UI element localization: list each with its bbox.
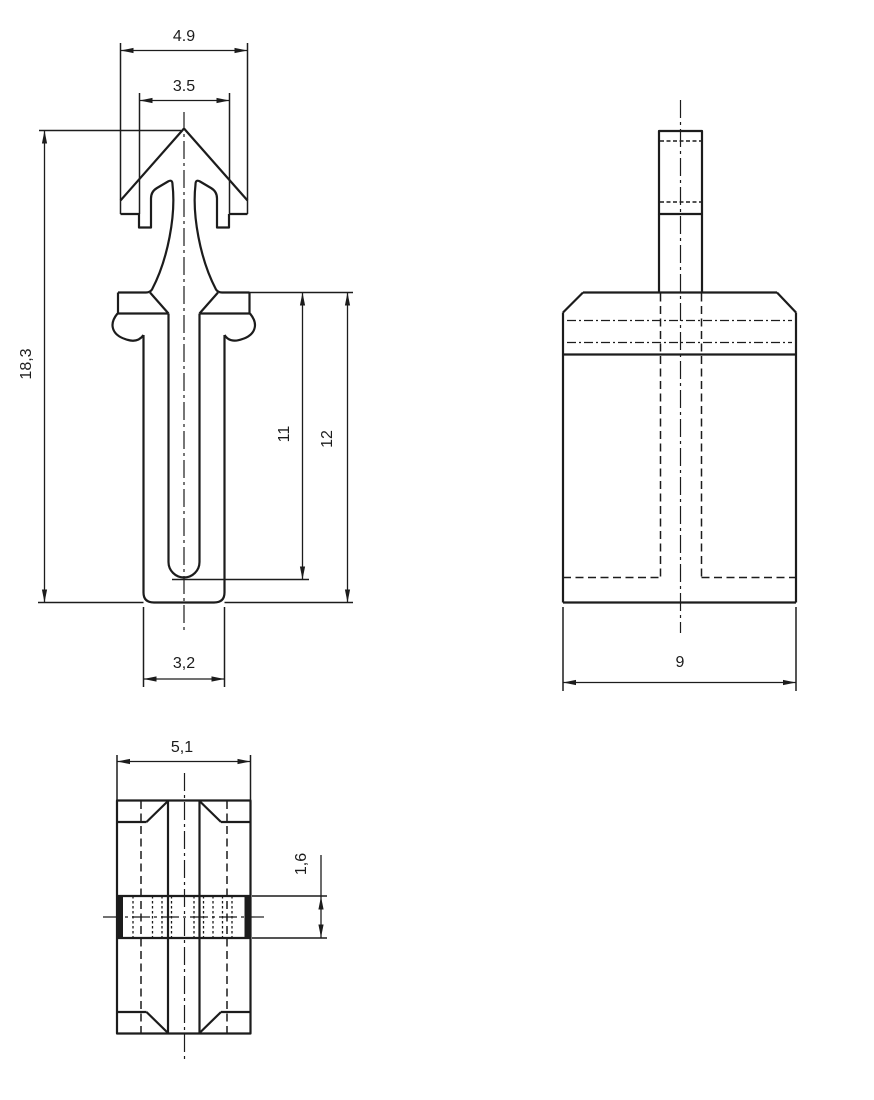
side-dim-body-depth: 9 — [562, 607, 797, 691]
dim-label-rib-thickness: 1,6 — [293, 853, 310, 875]
dim-label-body-width: 3,2 — [173, 655, 195, 672]
dim-label-slot-depth: 11 — [276, 426, 293, 443]
arrow-right — [783, 679, 796, 686]
bottom-dim-rib-thickness: 1,6 — [252, 853, 327, 939]
bottom-dim-overall-width: 5,1 — [116, 739, 252, 800]
arrow-up — [41, 130, 48, 144]
arrow-up — [318, 896, 324, 910]
arrow-left — [120, 47, 134, 54]
front-dim-body-width: 3,2 — [142, 607, 226, 687]
band-left-section — [117, 896, 123, 938]
arrow-up — [344, 292, 351, 306]
dim-label-head-width: 4.9 — [173, 28, 195, 45]
arrow-down — [344, 589, 351, 603]
front-view: 4.9 3.5 18,3 11 — [18, 28, 353, 687]
bottom-part-outline — [115, 799, 252, 1035]
front-dim-head-width: 4.9 — [119, 28, 249, 214]
front-dim-overall-height: 18,3 — [18, 129, 353, 604]
side-view: 9 — [561, 100, 798, 691]
arrow-down — [318, 924, 324, 938]
dim-label-body-height: 12 — [319, 430, 336, 448]
side-part-outline — [561, 129, 798, 604]
arrow-down — [299, 566, 306, 580]
dim-label-barb-width: 3.5 — [173, 78, 195, 95]
bottom-view: 5,1 1,6 — [103, 739, 327, 1062]
front-part-outline — [111, 127, 257, 604]
dim-label-overall-height: 18,3 — [18, 348, 35, 379]
arrow-up — [299, 292, 306, 306]
arrow-right — [234, 47, 248, 54]
dim-label-overall-width: 5,1 — [171, 739, 193, 756]
arrow-right — [216, 97, 230, 104]
arrow-left — [563, 679, 576, 686]
arrow-left — [117, 758, 130, 765]
arrow-right — [237, 758, 251, 765]
bottom-hidden-lines — [132, 801, 233, 1033]
arrow-down — [41, 589, 48, 603]
front-dim-slot-depth: 11 — [172, 292, 309, 581]
front-dim-body-height: 12 — [249, 291, 353, 603]
arrow-right — [211, 676, 225, 682]
dim-label-body-depth: 9 — [676, 654, 685, 671]
arrow-left — [143, 676, 157, 682]
arrow-left — [139, 97, 153, 104]
band-right-section — [244, 896, 251, 938]
front-dim-barb-width: 3.5 — [138, 78, 231, 214]
side-hidden-lines — [563, 140, 796, 579]
